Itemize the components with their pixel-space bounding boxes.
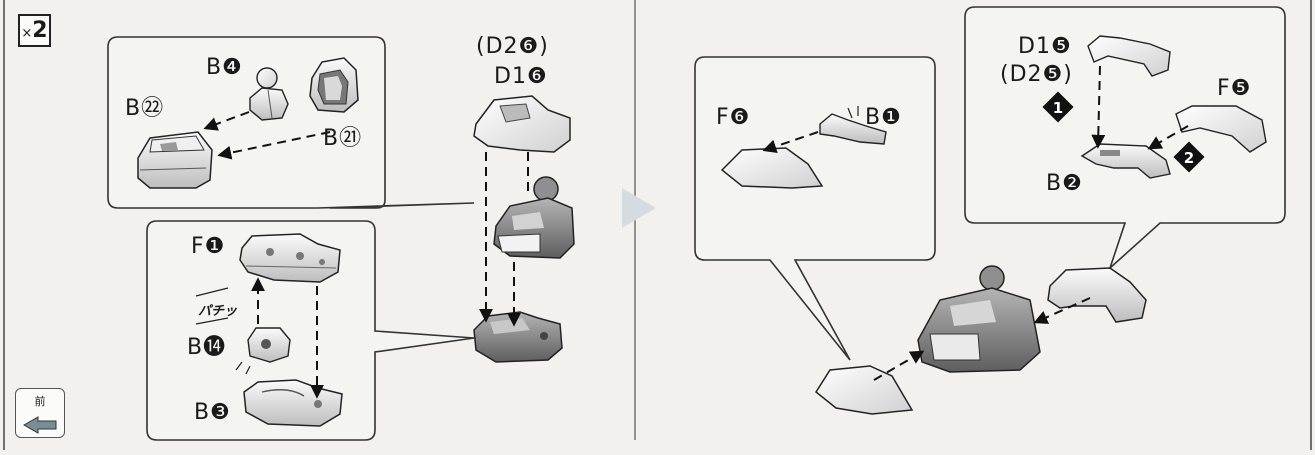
label-d2-5: (D2❺) [1000,62,1073,87]
click-note: パチッ [198,304,238,319]
part-b4 [249,67,289,121]
label-b22: B㉒ [125,96,165,121]
part-b14 [235,327,291,375]
label-d2-6: (D2❻) [476,34,549,59]
label-f5: F❺ [1217,76,1252,101]
part-d1-5 [1087,35,1171,77]
part-b2 [1080,143,1171,179]
part-f5-assembly [1047,267,1147,323]
part-b22 [137,131,213,189]
step-number-1: 1 [1053,99,1063,117]
label-d1-6: D1❻ [494,64,548,89]
step-number-2: 2 [1184,149,1194,167]
quantity-count: 2 [32,18,48,43]
main-body-assembly [917,265,1041,373]
lower-body-assembly [473,311,563,363]
head-assembly [493,176,575,259]
callout-d [964,6,1286,271]
quantity-mult: × [21,26,33,41]
part-f6 [720,147,824,189]
part-b21 [309,57,359,113]
part-d1-6 [473,95,571,153]
part-b1 [819,106,887,145]
part-f6-assembly [815,365,914,415]
callout-c [694,56,936,361]
label-f1: F❶ [191,234,226,259]
label-b1: B❶ [865,105,902,130]
label-d1-5: D1❺ [1018,34,1072,59]
callout-b [146,220,475,441]
arrow-left-icon [22,416,57,434]
next-step-arrow [622,188,656,228]
part-f5 [1175,105,1267,153]
label-f6: F❻ [716,105,751,130]
part-f1 [239,233,341,283]
quantity-badge: ×2 [18,14,51,47]
label-b2: B❷ [1046,171,1083,196]
previous-step-label: 前 [34,395,46,408]
previous-step-icon: 前 [15,388,65,438]
label-b4: B❹ [206,55,243,80]
label-b21: B㉑ [323,126,363,151]
label-b3: B❸ [194,400,231,425]
label-b14: B⓮ [187,335,227,360]
